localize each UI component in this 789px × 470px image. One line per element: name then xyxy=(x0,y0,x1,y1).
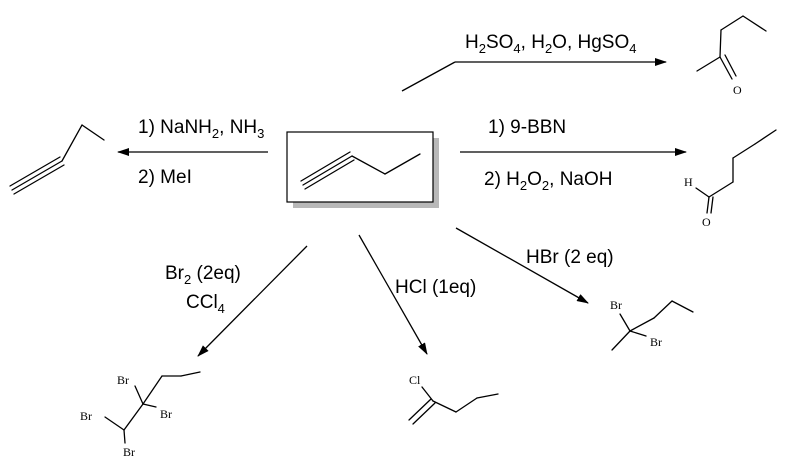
bromination-reaction: Br2 (2eq) CCl4 Br Br Br Br xyxy=(80,245,308,459)
alkylation-reaction: 1) NaNH2, NH3 2) MeI xyxy=(9,117,268,195)
pentyne-structure xyxy=(300,151,421,190)
hydroboration-step2-label: 2) H2O2, NaOH xyxy=(484,169,613,193)
tetrabromopentane-product: Br Br Br Br xyxy=(80,371,201,459)
hexyne-product xyxy=(9,124,105,195)
hydroboration-reaction: 1) 9-BBN 2) H2O2, NaOH H O xyxy=(460,117,777,229)
hcl-reaction: HCl (1eq) Cl xyxy=(358,234,499,425)
ketone-oxygen: O xyxy=(733,83,742,97)
hbr-arrow xyxy=(455,227,589,304)
hbr-reaction: HBr (2 eq) Br Br xyxy=(455,227,694,351)
starting-material-pentyne xyxy=(286,131,439,208)
hydration-reaction: H2SO4, H2O, HgSO4 O xyxy=(401,15,767,97)
hydroboration-step1-label: 1) 9-BBN xyxy=(488,117,566,138)
bromine-label-a: Br xyxy=(610,298,622,312)
ketone-product: O xyxy=(696,15,767,97)
bromine-label-1: Br xyxy=(117,373,129,387)
bromine-label-4: Br xyxy=(123,445,135,459)
chloropentene-product: Cl xyxy=(408,373,499,425)
dibromopentane-product: Br Br xyxy=(610,298,694,351)
bromination-line2-label: CCl4 xyxy=(186,292,225,316)
alkylation-step1-label: 1) NaNH2, NH3 xyxy=(138,117,264,141)
bromination-arrow xyxy=(197,245,308,357)
bromination-line1-label: Br2 (2eq) xyxy=(165,263,241,287)
hcl-reagent-label: HCl (1eq) xyxy=(395,277,476,298)
hcl-arrow xyxy=(358,234,428,355)
bromine-label-2: Br xyxy=(160,407,172,421)
aldehyde-oxygen: O xyxy=(702,215,711,229)
chlorine-label: Cl xyxy=(409,373,421,387)
hbr-reagent-label: HBr (2 eq) xyxy=(526,247,614,268)
hydration-reagent-label: H2SO4, H2O, HgSO4 xyxy=(465,32,636,56)
aldehyde-product: H O xyxy=(684,129,777,229)
bromine-label-3: Br xyxy=(80,409,92,423)
box-frame xyxy=(286,131,434,203)
aldehyde-hydrogen: H xyxy=(684,175,693,189)
hydration-arrow-tail xyxy=(401,61,456,92)
alkylation-step2-label: 2) MeI xyxy=(138,167,192,188)
bromine-label-b: Br xyxy=(650,335,662,349)
